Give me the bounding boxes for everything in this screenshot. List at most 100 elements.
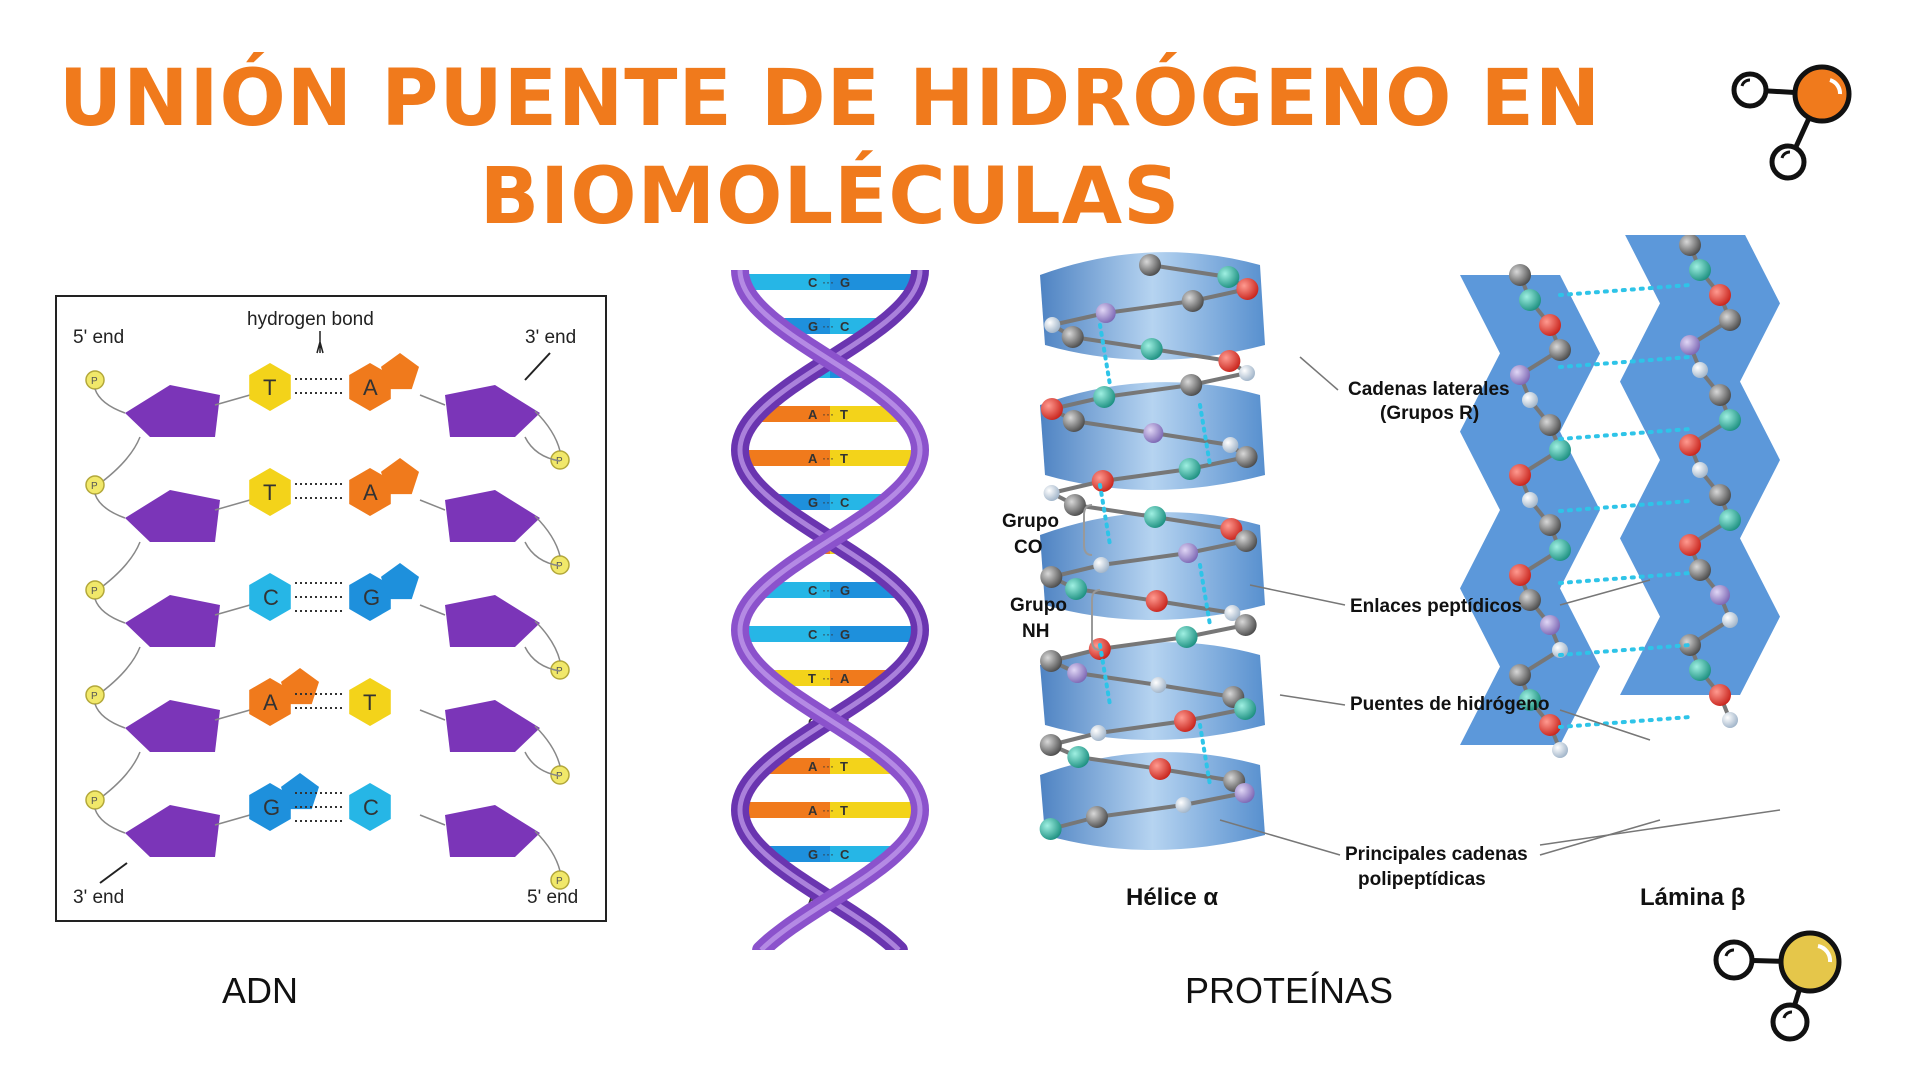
atom-n [1178, 458, 1201, 480]
bond [1103, 383, 1192, 399]
phosphate-label: P [556, 876, 563, 887]
helix-hbond: ··· [822, 319, 834, 333]
helix-base-left [740, 626, 830, 642]
base-label: A [263, 690, 278, 715]
label-peptide-bonds: Enlaces peptídicos [1350, 596, 1522, 617]
base-c [349, 783, 391, 831]
helix-base-label: A [808, 803, 818, 818]
caption-adn: ADN [222, 970, 299, 1011]
atom-c [1235, 530, 1258, 552]
atom-c [1679, 235, 1701, 256]
atom-o [1509, 464, 1531, 486]
atom-n [1549, 439, 1571, 461]
base-label: C [363, 795, 379, 820]
helix-base-label: C [840, 495, 850, 510]
hydrogen-bridge [1558, 283, 1692, 297]
base-label: G [363, 585, 380, 610]
atom-h [1175, 797, 1192, 813]
hydrogen-bridge [1198, 723, 1212, 787]
base-ring [380, 458, 420, 495]
atom-r [1143, 423, 1164, 443]
atom-o [1709, 284, 1731, 306]
helix-base-left [740, 802, 830, 818]
base-label: T [363, 690, 376, 715]
atom-n [1519, 289, 1541, 311]
atom-c [1539, 514, 1561, 536]
base-g [249, 783, 291, 831]
base-a [249, 678, 291, 726]
atom-c [1180, 374, 1203, 396]
helix-base-label: A [808, 759, 818, 774]
sugar-right [445, 700, 540, 752]
atom-c [1181, 290, 1204, 312]
atom-r [1067, 663, 1088, 683]
base-a [349, 363, 391, 411]
bond [1101, 551, 1189, 567]
atom-n [1719, 409, 1741, 431]
bond [1151, 347, 1230, 363]
atom-r [1510, 365, 1530, 385]
hydrogen-bridge [1198, 403, 1212, 467]
atom-c [1519, 589, 1541, 611]
label-alpha-helix: Hélice α [1126, 884, 1218, 911]
hydrogen-bridge [1098, 483, 1112, 547]
helix-base-label: T [840, 803, 848, 818]
helix-base-label: C [808, 627, 818, 642]
base-c [249, 573, 291, 621]
atom-o [1220, 518, 1243, 540]
helix-hbond: ··· [822, 803, 834, 817]
helix-base-label: G [840, 627, 850, 642]
atom-h [1722, 612, 1738, 628]
helix-base-right [830, 450, 920, 466]
helix-hbond: ··· [822, 451, 834, 465]
atom-c [1679, 634, 1701, 656]
atom-o [1149, 758, 1172, 780]
helix-base-label: C [840, 319, 850, 334]
atom-c [1709, 384, 1731, 406]
atom-n [1689, 259, 1711, 281]
atom-n [1217, 266, 1240, 288]
helix-base-label: T [840, 407, 848, 422]
helix-base-label: A [808, 451, 818, 466]
sugar-right [445, 595, 540, 647]
label-5-end-top: 5' end [73, 327, 124, 348]
atom-c [1509, 664, 1531, 686]
hydrogen-bridge [1198, 563, 1212, 627]
label-3-end-bottom: 3' end [73, 887, 124, 908]
atom-n [1144, 506, 1167, 528]
label-hydrogen-bridges: Puentes de hidrógeno [1350, 694, 1550, 715]
helix-base-left [740, 450, 830, 466]
atom-r [1095, 303, 1116, 323]
atom-c [1549, 339, 1571, 361]
atom-c [1085, 806, 1108, 828]
base-label: A [363, 480, 378, 505]
bond [1096, 803, 1184, 819]
base-t [249, 363, 291, 411]
label-nh-group-1: Grupo [1010, 595, 1067, 616]
atom-o [1145, 590, 1168, 612]
atom-o [1509, 564, 1531, 586]
atom-o [1236, 278, 1259, 300]
helix-base-label: C [808, 275, 818, 290]
atom-h [1552, 742, 1568, 758]
sugar-right [445, 805, 540, 857]
bond [1078, 755, 1161, 771]
phosphate-label: P [91, 376, 98, 387]
phosphate-label: P [91, 586, 98, 597]
helix-hbond: ··· [822, 847, 834, 861]
label-main-chains-2: polipeptídicas [1358, 869, 1486, 890]
bond [1156, 599, 1233, 615]
atom-h [1043, 485, 1060, 501]
helix-base-right [830, 802, 920, 818]
atom-n [1175, 626, 1198, 648]
atom-h [1090, 725, 1107, 741]
bond [1153, 431, 1231, 447]
bond [1158, 683, 1234, 699]
atom-n [1065, 578, 1088, 600]
sugar-left [125, 385, 220, 437]
hydrogen-bridge [1558, 499, 1692, 513]
helix-hbond: ··· [822, 759, 834, 773]
helix-base-label: G [808, 847, 818, 862]
bond [1102, 467, 1190, 483]
atom-n [1234, 698, 1257, 720]
